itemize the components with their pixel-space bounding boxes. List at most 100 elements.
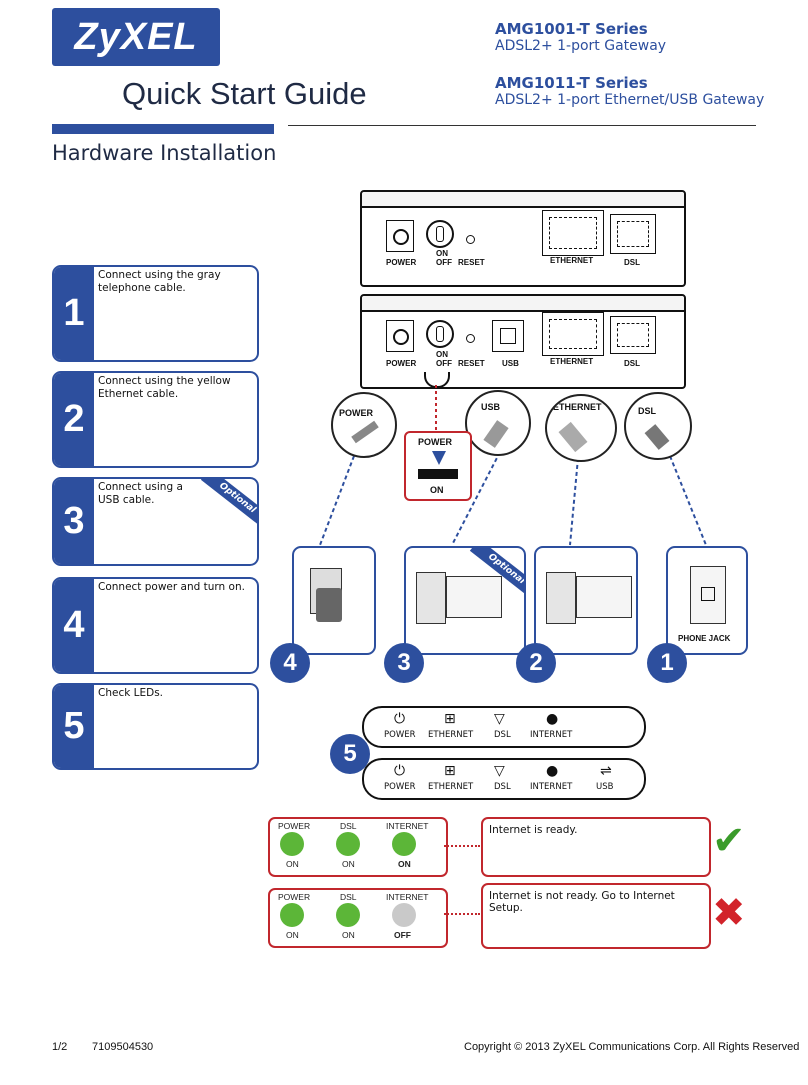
model-desc-2: ADSL2+ 1-port Ethernet/USB Gateway: [495, 92, 765, 108]
status-header: INTERNET: [386, 892, 429, 902]
port-label: RESET: [458, 359, 485, 368]
dsl-connector-callout: DSL: [624, 392, 692, 460]
callout-label: POWER: [418, 437, 453, 447]
internet-icon: ●: [546, 763, 559, 779]
led-step-number: 5: [330, 734, 370, 774]
step-number: 3: [54, 479, 94, 564]
step-number: 1: [54, 267, 94, 360]
led-dot: [336, 832, 360, 856]
switch-icon: [418, 469, 458, 479]
led-status-ready: POWER DSL INTERNET ON ON ON: [268, 817, 448, 877]
power-switch-icon: [426, 320, 454, 348]
zyxel-logo: ZyXEL: [52, 8, 220, 66]
led-label: POWER: [384, 730, 416, 740]
callout-label: ETHERNET: [553, 402, 602, 412]
dsl-icon: ▽: [494, 763, 505, 779]
status-message: Internet is ready.: [489, 824, 578, 836]
callout-label: DSL: [638, 406, 656, 416]
port-label: ETHERNET: [550, 357, 594, 366]
page-number: 1/2: [52, 1041, 68, 1053]
device-amg1011-rear: POWER ON OFF RESET USB ETHERNET DSL: [360, 294, 686, 389]
dsl-icon: ▽: [494, 711, 505, 727]
dsl-port-icon: [610, 316, 656, 354]
status-header: DSL: [340, 892, 357, 902]
led-panel-1: ⏻ ⊞ ▽ ● POWER ETHERNET DSL INTERNET: [362, 706, 646, 748]
power-icon: ⏻: [394, 763, 406, 779]
step-3-card: 3 Connect using a USB cable. Optional: [52, 477, 259, 566]
led-label: USB: [596, 782, 614, 792]
power-adapter-box: [292, 546, 376, 655]
status-state: ON: [342, 859, 355, 869]
power-plug-icon: [351, 420, 379, 444]
power-adapter-icon: [316, 588, 342, 622]
step-text: Connect using the gray telephone cable.: [98, 269, 221, 294]
step-text: Connect using a USB cable.: [98, 481, 183, 506]
reset-hole-icon: [466, 334, 475, 343]
port-label: ON: [436, 350, 448, 359]
led-label: ETHERNET: [428, 730, 474, 740]
port-label: POWER: [386, 359, 417, 368]
led-label: ETHERNET: [428, 782, 474, 792]
target-number-2: 2: [516, 643, 556, 683]
phone-jack-label: PHONE JACK: [678, 634, 731, 643]
reset-hole-icon: [466, 235, 475, 244]
led-dot: [392, 903, 416, 927]
model-name-1: AMG1001-T Series: [495, 20, 648, 38]
led-panel-2: ⏻ ⊞ ▽ ● ⇌ POWER ETHERNET DSL INTERNET US…: [362, 758, 646, 800]
led-label: DSL: [494, 782, 511, 792]
computer-ethernet-box: [534, 546, 638, 655]
step-text: Connect power and turn on.: [98, 581, 245, 593]
callout-label: ON: [430, 485, 444, 495]
port-label: DSL: [624, 359, 640, 368]
led-label: INTERNET: [530, 730, 573, 740]
usb-port-icon: [492, 320, 524, 352]
checkmark-icon: ✔: [712, 818, 746, 864]
ethernet-icon: ⊞: [444, 711, 456, 727]
dotted-connector: [444, 845, 480, 847]
port-label: ETHERNET: [550, 256, 594, 265]
step-5-card: 5 Check LEDs.: [52, 683, 259, 770]
power-jack-icon: [386, 320, 414, 352]
dsl-plug-icon: [644, 424, 670, 450]
status-message: Internet is not ready. Go to Internet Se…: [489, 890, 675, 914]
port-label: POWER: [386, 258, 417, 267]
step-4-card: 4 Connect power and turn on.: [52, 577, 259, 674]
status-state: ON: [286, 859, 299, 869]
led-status-not-ready: POWER DSL INTERNET ON ON OFF: [268, 888, 448, 948]
ethernet-port-icon: [542, 312, 604, 356]
page-title: Quick Start Guide: [122, 76, 367, 111]
led-label: POWER: [384, 782, 416, 792]
device-top-edge: [362, 296, 684, 312]
port-label: DSL: [624, 258, 640, 267]
power-switch-icon: [426, 220, 454, 248]
arrow-down-icon: [432, 451, 446, 465]
computer-usb-box: Optional: [404, 546, 526, 655]
step-2-card: 2 Connect using the yellow Ethernet cabl…: [52, 371, 259, 468]
led-label: DSL: [494, 730, 511, 740]
callout-label: POWER: [339, 408, 374, 418]
led-dot: [280, 832, 304, 856]
status-state: OFF: [394, 930, 411, 940]
power-connector-callout: POWER: [331, 392, 397, 458]
header-rule-thin: [288, 125, 756, 126]
power-jack-icon: [386, 220, 414, 252]
pc-tower-icon: [546, 572, 576, 624]
port-label: USB: [502, 359, 519, 368]
phone-jack-icon: [690, 566, 726, 624]
led-label: INTERNET: [530, 782, 573, 792]
port-label: RESET: [458, 258, 485, 267]
ethernet-port-icon: [542, 210, 604, 256]
step-number: 5: [54, 685, 94, 768]
monitor-icon: [446, 576, 502, 618]
step-number: 2: [54, 373, 94, 466]
led-dot: [392, 832, 416, 856]
port-label: OFF: [436, 258, 452, 267]
usb-connector-callout: USB: [465, 390, 531, 456]
status-header: DSL: [340, 821, 357, 831]
status-state: ON: [398, 859, 411, 869]
step-number: 4: [54, 579, 94, 672]
cross-icon: ✖: [712, 890, 746, 936]
header-rule-blue: [52, 124, 274, 134]
usb-icon: ⇌: [600, 763, 612, 779]
power-icon: ⏻: [394, 711, 406, 727]
